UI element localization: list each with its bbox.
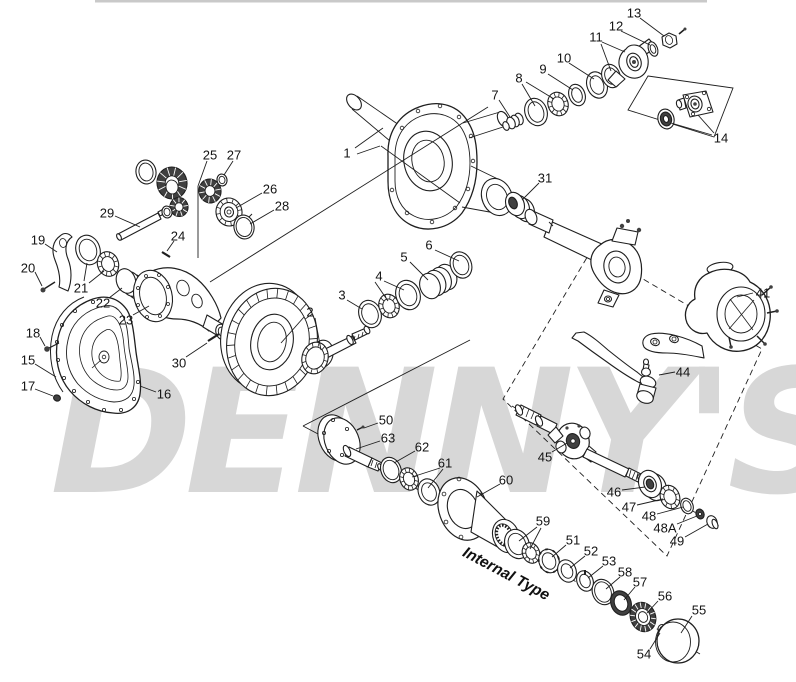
callout-26: 26 xyxy=(263,182,277,197)
callout-48A: 48A xyxy=(653,521,676,536)
callout-10: 10 xyxy=(557,51,571,66)
callout-9: 9 xyxy=(539,62,546,77)
callout-6: 6 xyxy=(425,238,432,253)
callout-24: 24 xyxy=(171,229,185,244)
callout-1: 1 xyxy=(343,146,350,161)
callout-17: 17 xyxy=(21,379,35,394)
callout-57: 57 xyxy=(633,575,647,590)
callout-48: 48 xyxy=(642,509,656,524)
callout-20: 20 xyxy=(21,261,35,276)
tie-rod-end xyxy=(640,367,652,377)
callout-50: 50 xyxy=(379,413,393,428)
callout-59: 59 xyxy=(536,514,550,529)
callout-60: 60 xyxy=(499,473,513,488)
callout-19: 19 xyxy=(31,233,45,248)
callout-56: 56 xyxy=(658,589,672,604)
pinion-nut xyxy=(661,32,678,49)
callout-3: 3 xyxy=(338,288,345,303)
callout-14: 14 xyxy=(714,131,728,146)
callout-12: 12 xyxy=(609,19,623,34)
callout-63: 63 xyxy=(381,431,395,446)
callout-2: 2 xyxy=(306,305,313,320)
pinion-gear xyxy=(301,341,329,375)
callout-49: 49 xyxy=(670,534,684,549)
callout-29: 29 xyxy=(100,206,114,221)
page-top-artifact xyxy=(95,0,707,3)
callout-18: 18 xyxy=(26,326,40,341)
carrier-stop xyxy=(52,232,73,292)
callout-28: 28 xyxy=(275,199,289,214)
callout-11: 11 xyxy=(589,30,603,45)
callout-5: 5 xyxy=(400,250,407,265)
callout-22: 22 xyxy=(96,296,110,311)
cover-gasket xyxy=(49,296,85,393)
callout-23: 23 xyxy=(119,313,133,328)
callout-7: 7 xyxy=(491,88,498,103)
callout-25: 25 xyxy=(203,148,217,163)
callout-53: 53 xyxy=(602,554,616,569)
callout-41: 41 xyxy=(756,286,770,301)
callout-58: 58 xyxy=(618,565,632,580)
callout-46: 46 xyxy=(607,485,621,500)
callout-55: 55 xyxy=(692,603,706,618)
callout-8: 8 xyxy=(515,71,522,86)
axle-shaft xyxy=(582,448,630,478)
callout-31: 31 xyxy=(538,171,552,186)
diff-cover xyxy=(55,296,142,414)
callout-52: 52 xyxy=(584,544,598,559)
callout-44: 44 xyxy=(676,365,690,380)
callout-54: 54 xyxy=(637,647,651,662)
callout-27: 27 xyxy=(227,148,241,163)
callout-21: 21 xyxy=(74,281,88,296)
callout-45: 45 xyxy=(538,450,552,465)
callout-62: 62 xyxy=(415,440,429,455)
callout-30: 30 xyxy=(172,356,186,371)
callout-15: 15 xyxy=(21,353,35,368)
callout-13: 13 xyxy=(627,6,641,21)
callout-16: 16 xyxy=(157,387,171,402)
callout-51: 51 xyxy=(566,533,580,548)
callout-47: 47 xyxy=(622,500,636,515)
callout-4: 4 xyxy=(375,269,382,284)
callout-61: 61 xyxy=(438,456,452,471)
